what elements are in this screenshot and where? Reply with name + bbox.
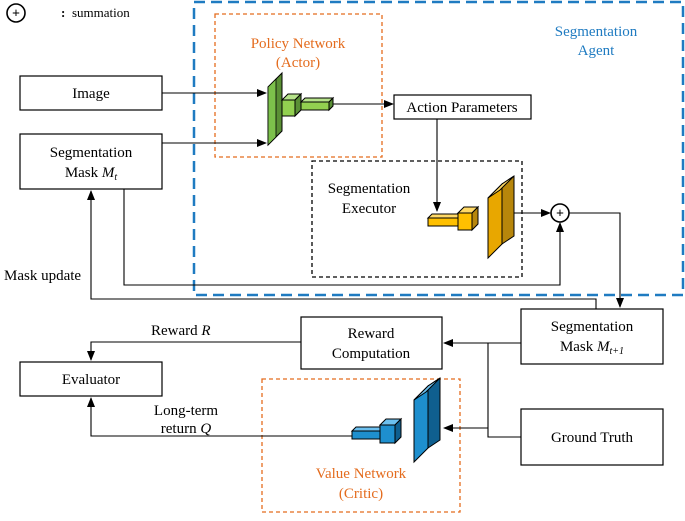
ground-truth-box [520,408,664,466]
segmentation-executor-line2: Executor [342,201,396,217]
action-parameters-box [393,94,532,120]
legend-text: summation [72,5,130,20]
executor-network-icon [426,175,515,260]
critic-network-icon [350,377,441,464]
edge-reward-to-evaluator [87,341,301,361]
policy-network-label-line1: Policy Network [251,36,346,52]
evaluator-label: Evaluator [62,372,120,388]
mask-update-label: Mask update [4,268,81,284]
evaluator-box [19,361,163,397]
long-term-label-line2: return Q [161,421,212,437]
value-network-region [261,378,461,513]
action-parameters-label: Action Parameters [406,100,517,116]
segmentation-agent-title-line2: Agent [578,43,615,59]
long-term-label-line1: Long-term [154,403,218,419]
segmentation-mask-line1: Segmentation [50,145,133,161]
image-box-label: Image [72,86,110,102]
summation-legend-symbol: + [12,7,20,22]
policy-network-label-line2: (Actor) [276,55,320,71]
edge-critic-to-evaluator [87,397,352,437]
legend-separator: : [61,5,65,20]
segmentation-agent-region [192,0,685,297]
value-network-label-line2: (Critic) [339,486,383,502]
policy-network-region [214,13,383,158]
reward-label: Reward R [151,323,211,339]
edge-sum-to-mask-next [569,212,624,308]
edges [87,89,624,438]
value-network-label-line1: Value Network [316,466,407,482]
segmentation-mask-box [19,133,163,190]
reward-computation-box [300,316,443,370]
segmentation-executor-region [311,160,523,278]
reward-computation-line2: Computation [332,346,411,362]
summation-legend-icon [6,3,26,23]
actor-network-icon [267,71,335,147]
summation-node-symbol: + [556,207,564,222]
edge-mask-to-sum [123,189,564,286]
segmentation-mask-next-line1: Segmentation [551,319,634,335]
segmentation-executor-line1: Segmentation [328,181,411,197]
segmentation-mask-next-box [520,308,664,365]
legend: + : summation [6,3,130,23]
reward-computation-line1: Reward [348,326,395,342]
image-box [19,75,163,111]
segmentation-mask-line2: Mask Mt [65,165,118,183]
ground-truth-label: Ground Truth [551,430,634,446]
edge-trunk [487,343,521,438]
segmentation-agent-title-line1: Segmentation [555,24,638,40]
segmentation-mask-next-line2: Mask Mt+1 [560,339,624,357]
edge-mask-update [87,190,597,309]
